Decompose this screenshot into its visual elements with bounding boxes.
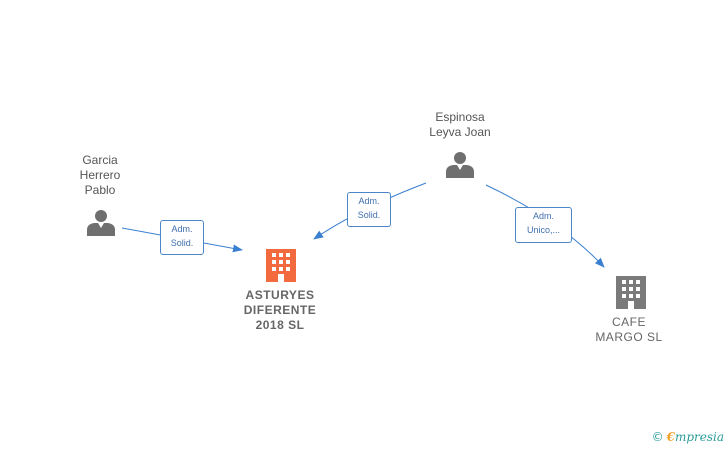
edge-label-line: Solid. <box>357 210 381 220</box>
person-name-garcia[interactable]: Garcia Herrero Pablo <box>60 153 140 198</box>
person-name-espinosa[interactable]: Espinosa Leyva Joan <box>410 110 510 140</box>
name-line: Espinosa <box>435 110 485 124</box>
edge-label-espinosa-asturyes[interactable]: Adm. Solid. <box>347 192 391 227</box>
edge-label-line: Solid. <box>170 238 194 248</box>
name-line: Garcia <box>82 153 118 167</box>
edge-label-garcia-asturyes[interactable]: Adm. Solid. <box>160 220 204 255</box>
edge-label-line: Adm. <box>358 196 380 206</box>
brand-initial: € <box>666 430 675 444</box>
edge-label-line: Adm. <box>171 224 193 234</box>
copyright-symbol: © <box>651 430 664 444</box>
person-icon[interactable] <box>87 210 115 236</box>
name-line: ASTURYES <box>245 288 315 302</box>
company-name-asturyes[interactable]: ASTURYES DIFERENTE 2018 SL <box>228 288 332 333</box>
name-line: Leyva Joan <box>429 125 491 139</box>
brand-logo: ©€mpresia <box>652 430 724 444</box>
name-line: Pablo <box>84 183 116 197</box>
building-icon[interactable] <box>616 276 646 309</box>
name-line: DIFERENTE <box>243 303 317 317</box>
name-line: Herrero <box>79 168 121 182</box>
company-name-cafe[interactable]: CAFE MARGO SL <box>586 315 672 345</box>
name-line: 2018 SL <box>255 318 305 332</box>
name-line: CAFE <box>611 315 646 329</box>
edge-label-espinosa-cafe[interactable]: Adm. Unico,... <box>515 207 572 243</box>
edge-label-line: Unico,... <box>526 225 560 235</box>
brand-name: mpresia <box>674 430 724 444</box>
name-line: MARGO SL <box>595 330 663 344</box>
edge-label-line: Adm. <box>532 211 554 221</box>
building-icon[interactable] <box>266 249 296 282</box>
person-icon[interactable] <box>446 152 474 178</box>
